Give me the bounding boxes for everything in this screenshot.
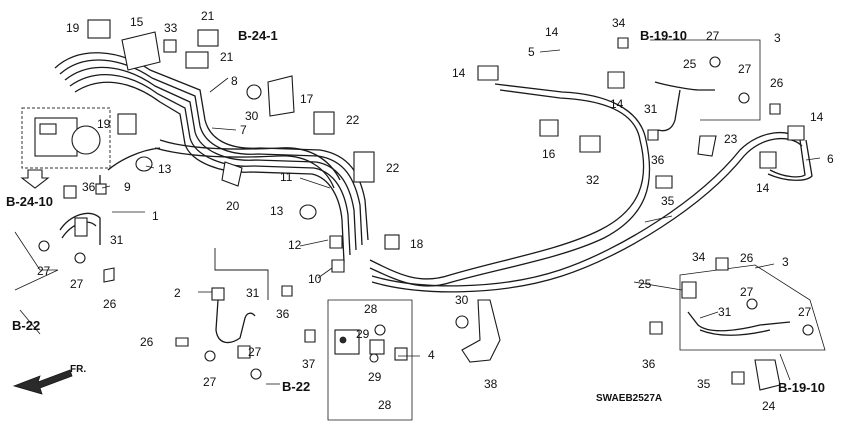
ref-b-19-10-top: B-19-10 xyxy=(640,28,687,43)
callout-3: 3 xyxy=(782,255,789,269)
proportioning-valve-group xyxy=(304,299,413,421)
part-callouts: 19 15 33 21 21 8 30 17 22 7 19 13 36 9 2… xyxy=(37,9,834,413)
callout-22: 22 xyxy=(386,161,400,175)
front-left-hose-assembly xyxy=(38,211,145,283)
callout-32: 32 xyxy=(586,173,600,187)
reference-arrows xyxy=(14,169,791,385)
callout-12: 12 xyxy=(288,238,302,252)
callout-27: 27 xyxy=(70,277,84,291)
callout-22: 22 xyxy=(346,113,360,127)
leader-lines xyxy=(101,49,821,357)
callout-34: 34 xyxy=(612,16,626,30)
callout-8: 8 xyxy=(231,74,238,88)
callout-15: 15 xyxy=(130,15,144,29)
callout-31: 31 xyxy=(246,286,260,300)
clips-and-fasteners xyxy=(63,19,805,273)
callout-13: 13 xyxy=(270,204,284,218)
right-rear-hose-assembly-upper xyxy=(617,37,781,157)
callout-5: 5 xyxy=(528,45,535,59)
callout-27: 27 xyxy=(248,345,262,359)
callout-27: 27 xyxy=(738,62,752,76)
callout-35: 35 xyxy=(661,194,675,208)
callout-28: 28 xyxy=(378,398,392,412)
callout-29: 29 xyxy=(368,370,382,384)
callout-4: 4 xyxy=(428,348,435,362)
callout-27: 27 xyxy=(37,264,51,278)
ref-b-22-bottom: B-22 xyxy=(282,379,310,394)
front-direction-arrow xyxy=(12,369,73,395)
mounting-bracket xyxy=(455,299,501,363)
abs-modulator-unit xyxy=(21,107,111,169)
callout-37: 37 xyxy=(302,357,316,371)
callout-14: 14 xyxy=(610,97,624,111)
callout-23: 23 xyxy=(724,132,738,146)
right-rear-hose-assembly-lower xyxy=(649,257,826,391)
callout-26: 26 xyxy=(140,335,154,349)
callout-14: 14 xyxy=(545,25,559,39)
ref-b-19-10-bottom: B-19-10 xyxy=(778,380,825,395)
callout-6: 6 xyxy=(827,152,834,166)
callout-25: 25 xyxy=(683,57,697,71)
callout-33: 33 xyxy=(164,21,178,35)
callout-36: 36 xyxy=(82,180,96,194)
callout-27: 27 xyxy=(740,285,754,299)
callout-20: 20 xyxy=(226,199,240,213)
callout-26: 26 xyxy=(770,76,784,90)
callout-34: 34 xyxy=(692,250,706,264)
callout-21: 21 xyxy=(201,9,215,23)
ref-b-24-1: B-24-1 xyxy=(238,28,278,43)
callout-27: 27 xyxy=(706,29,720,43)
callout-21: 21 xyxy=(220,50,234,64)
callout-18: 18 xyxy=(410,237,424,251)
callout-24: 24 xyxy=(762,399,776,413)
callout-25: 25 xyxy=(638,277,652,291)
ref-b-22-left: B-22 xyxy=(12,318,40,333)
callout-31: 31 xyxy=(110,233,124,247)
callout-27: 27 xyxy=(203,375,217,389)
callout-30: 30 xyxy=(245,109,259,123)
callout-7: 7 xyxy=(240,123,247,137)
ref-b-24-10: B-24-10 xyxy=(6,194,53,209)
callout-19: 19 xyxy=(97,117,111,131)
callout-14: 14 xyxy=(810,110,824,124)
callout-17: 17 xyxy=(300,92,314,106)
callout-36: 36 xyxy=(276,307,290,321)
callout-14: 14 xyxy=(756,181,770,195)
callout-31: 31 xyxy=(718,305,732,319)
callout-3: 3 xyxy=(774,31,781,45)
rear-left-hose-assembly xyxy=(175,248,293,380)
callout-36: 36 xyxy=(642,357,656,371)
callout-30: 30 xyxy=(455,293,469,307)
callout-27: 27 xyxy=(798,305,812,319)
callout-36: 36 xyxy=(651,153,665,167)
brake-pipe-bundle xyxy=(54,52,813,293)
callout-35: 35 xyxy=(697,377,711,391)
drawing-code: SWAEB2527A xyxy=(596,393,662,404)
callout-1: 1 xyxy=(152,209,159,223)
callout-13: 13 xyxy=(158,162,172,176)
callout-28: 28 xyxy=(364,302,378,316)
callout-26: 26 xyxy=(740,251,754,265)
callout-9: 9 xyxy=(124,180,131,194)
callout-14: 14 xyxy=(452,66,466,80)
callout-29: 29 xyxy=(356,327,370,341)
callout-10: 10 xyxy=(308,272,322,286)
fr-label: FR. xyxy=(70,364,86,375)
callout-11: 11 xyxy=(280,170,293,184)
callout-19: 19 xyxy=(66,21,80,35)
callout-26: 26 xyxy=(103,297,117,311)
callout-31: 31 xyxy=(644,102,658,116)
callout-38: 38 xyxy=(484,377,498,391)
callout-2: 2 xyxy=(174,286,181,300)
callout-16: 16 xyxy=(542,147,556,161)
